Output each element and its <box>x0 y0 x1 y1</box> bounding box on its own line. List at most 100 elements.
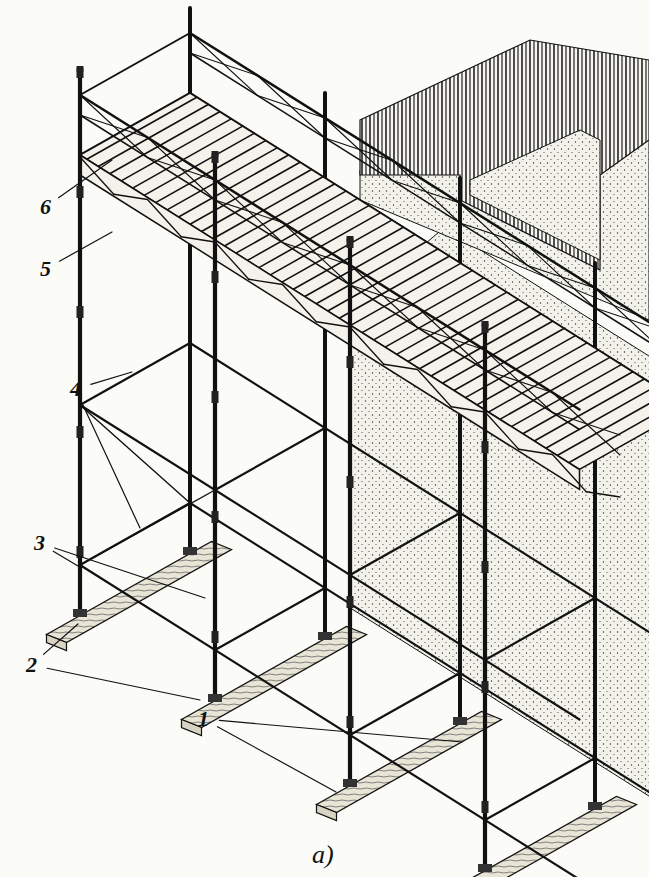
end-rail <box>80 33 190 95</box>
diagonal-brace <box>80 405 190 503</box>
deck-plank <box>305 235 415 297</box>
back-upright <box>458 178 462 723</box>
base-board <box>452 797 637 877</box>
deck-plank <box>98 104 208 166</box>
guard-rail <box>80 95 580 410</box>
guard-brace <box>350 265 418 328</box>
leader-line <box>47 668 200 700</box>
deck-truss <box>384 364 418 369</box>
transom <box>485 758 595 820</box>
deck-plank <box>110 112 220 174</box>
deck-truss <box>485 412 519 449</box>
upright-coupler <box>482 801 489 813</box>
upright-coupler <box>77 306 84 318</box>
upright-coupler <box>482 321 489 333</box>
guard-brace <box>393 161 461 224</box>
upright-coupler <box>212 271 219 283</box>
guard-brace <box>283 223 351 286</box>
leader-line <box>55 548 205 598</box>
upright-cap <box>347 237 354 244</box>
upright-coupler <box>347 356 354 368</box>
base-plate <box>208 694 222 702</box>
wall-recess <box>470 130 600 260</box>
front-upright <box>483 325 487 870</box>
base-board <box>317 712 502 813</box>
upright-coupler <box>482 561 489 573</box>
back-upright <box>323 93 327 638</box>
upright-coupler <box>482 441 489 453</box>
deck-plank <box>454 328 564 390</box>
front-upright <box>78 70 82 615</box>
deck-plank <box>167 148 277 210</box>
base-plate <box>318 632 332 640</box>
base-board <box>182 627 367 728</box>
deck-truss <box>586 492 620 497</box>
guard-rail <box>80 115 580 430</box>
upright-coupler <box>347 236 354 248</box>
upright-coupler <box>482 681 489 693</box>
leader-line <box>91 372 132 384</box>
deck-truss <box>215 242 249 279</box>
guard-brace <box>148 138 216 201</box>
back-upright <box>593 263 597 808</box>
deck-truss <box>553 455 587 492</box>
deck-plank <box>270 213 380 275</box>
leader-line <box>53 551 78 566</box>
guard-brace <box>190 33 258 96</box>
guard-brace <box>460 203 528 266</box>
deck-plank <box>316 242 426 304</box>
guard-rail <box>190 33 649 348</box>
deck-truss <box>148 200 182 237</box>
leader-line <box>82 404 140 528</box>
base-plate <box>343 779 357 787</box>
deck-truss <box>350 327 384 364</box>
callout-number: 5 <box>40 258 51 280</box>
base-plate <box>453 717 467 725</box>
guard-brace <box>325 118 393 181</box>
deck-truss <box>451 407 485 412</box>
front-ledger <box>80 565 580 877</box>
base-plate <box>478 864 492 872</box>
deck-plank <box>236 191 346 253</box>
deck-truss <box>418 370 452 407</box>
deck-plank <box>500 357 610 419</box>
guard-brace <box>418 308 486 371</box>
deck-truss <box>114 194 148 199</box>
deck-plank <box>247 198 357 260</box>
deck-plank <box>408 300 518 362</box>
guard-brace <box>553 393 621 456</box>
deck-plank <box>156 141 266 203</box>
deck-plank <box>488 350 598 412</box>
base-plate <box>73 609 87 617</box>
front-upright <box>213 155 217 700</box>
diagonal-brace <box>80 490 215 565</box>
upright-cap <box>482 322 489 329</box>
callout-number: 4 <box>70 378 81 400</box>
deck-plank <box>144 133 254 195</box>
deck-plank <box>362 271 472 333</box>
deck <box>80 93 649 470</box>
upright-coupler <box>77 426 84 438</box>
deck-truss <box>519 449 553 454</box>
deck-plank <box>87 97 197 159</box>
callout-number: 2 <box>26 654 37 676</box>
base-board-end <box>317 805 337 821</box>
transom <box>215 428 325 490</box>
front-upright <box>348 240 352 785</box>
upright-coupler <box>212 511 219 523</box>
transom <box>215 588 325 650</box>
deck-truss <box>283 285 317 322</box>
deck-plank <box>133 126 243 188</box>
callout-number: 3 <box>34 532 45 554</box>
deck-plank <box>339 256 449 318</box>
upright-cap <box>77 67 84 74</box>
guard-brace <box>595 288 649 351</box>
upright-cap <box>212 152 219 159</box>
callout-number: 6 <box>40 196 51 218</box>
transom <box>485 598 595 660</box>
leader-line <box>218 727 336 792</box>
callout-number: 1 <box>198 708 209 730</box>
deck-plank <box>179 155 289 217</box>
guard-brace <box>595 308 649 331</box>
